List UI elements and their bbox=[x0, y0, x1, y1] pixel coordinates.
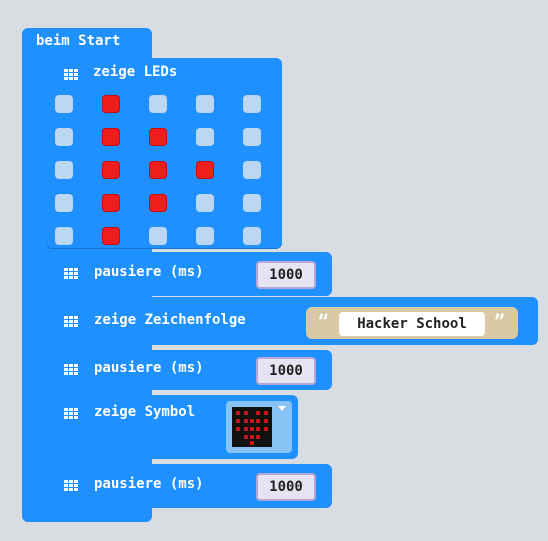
grid-icon bbox=[64, 480, 78, 492]
led-cell[interactable] bbox=[149, 128, 167, 146]
on-start-label: beim Start bbox=[36, 33, 121, 49]
led-cell[interactable] bbox=[55, 194, 73, 212]
grid-icon bbox=[64, 364, 78, 376]
led-cell[interactable] bbox=[102, 128, 120, 146]
quote-close: ” bbox=[494, 311, 505, 332]
led-cell[interactable] bbox=[196, 194, 214, 212]
led-cell[interactable] bbox=[149, 227, 167, 245]
led-cell[interactable] bbox=[243, 227, 261, 245]
led-cell[interactable] bbox=[243, 95, 261, 113]
led-cell[interactable] bbox=[149, 95, 167, 113]
led-cell[interactable] bbox=[196, 227, 214, 245]
grid-icon bbox=[64, 316, 78, 328]
chevron-down-icon[interactable] bbox=[278, 406, 286, 411]
led-cell[interactable] bbox=[102, 95, 120, 113]
pause-value-input-1[interactable]: 1000 bbox=[256, 261, 316, 289]
pause-label-3: pausiere (ms) bbox=[94, 476, 204, 492]
led-cell[interactable] bbox=[55, 95, 73, 113]
show-string-label: zeige Zeichenfolge bbox=[94, 312, 246, 328]
pause-label-2: pausiere (ms) bbox=[94, 360, 204, 376]
show-leds-block[interactable] bbox=[46, 58, 282, 248]
pause-value-input-2[interactable]: 1000 bbox=[256, 357, 316, 385]
led-cell[interactable] bbox=[149, 161, 167, 179]
show-icon-label: zeige Symbol bbox=[94, 404, 196, 420]
show-leds-label: zeige LEDs bbox=[93, 64, 178, 80]
grid-icon bbox=[64, 408, 78, 420]
string-value-input[interactable]: Hacker School bbox=[339, 312, 485, 336]
led-cell[interactable] bbox=[102, 194, 120, 212]
led-cell[interactable] bbox=[196, 161, 214, 179]
led-cell[interactable] bbox=[196, 128, 214, 146]
led-cell[interactable] bbox=[55, 128, 73, 146]
led-cell[interactable] bbox=[55, 227, 73, 245]
led-cell[interactable] bbox=[55, 161, 73, 179]
heart-icon bbox=[232, 407, 272, 447]
grid-icon bbox=[64, 69, 78, 81]
led-cell[interactable] bbox=[102, 227, 120, 245]
led-cell[interactable] bbox=[243, 128, 261, 146]
grid-icon bbox=[64, 268, 78, 280]
led-cell[interactable] bbox=[243, 194, 261, 212]
led-cell[interactable] bbox=[243, 161, 261, 179]
led-cell[interactable] bbox=[102, 161, 120, 179]
pause-label-1: pausiere (ms) bbox=[94, 264, 204, 280]
pause-value-input-3[interactable]: 1000 bbox=[256, 473, 316, 501]
quote-open: “ bbox=[318, 311, 329, 332]
led-cell[interactable] bbox=[149, 194, 167, 212]
led-cell[interactable] bbox=[196, 95, 214, 113]
